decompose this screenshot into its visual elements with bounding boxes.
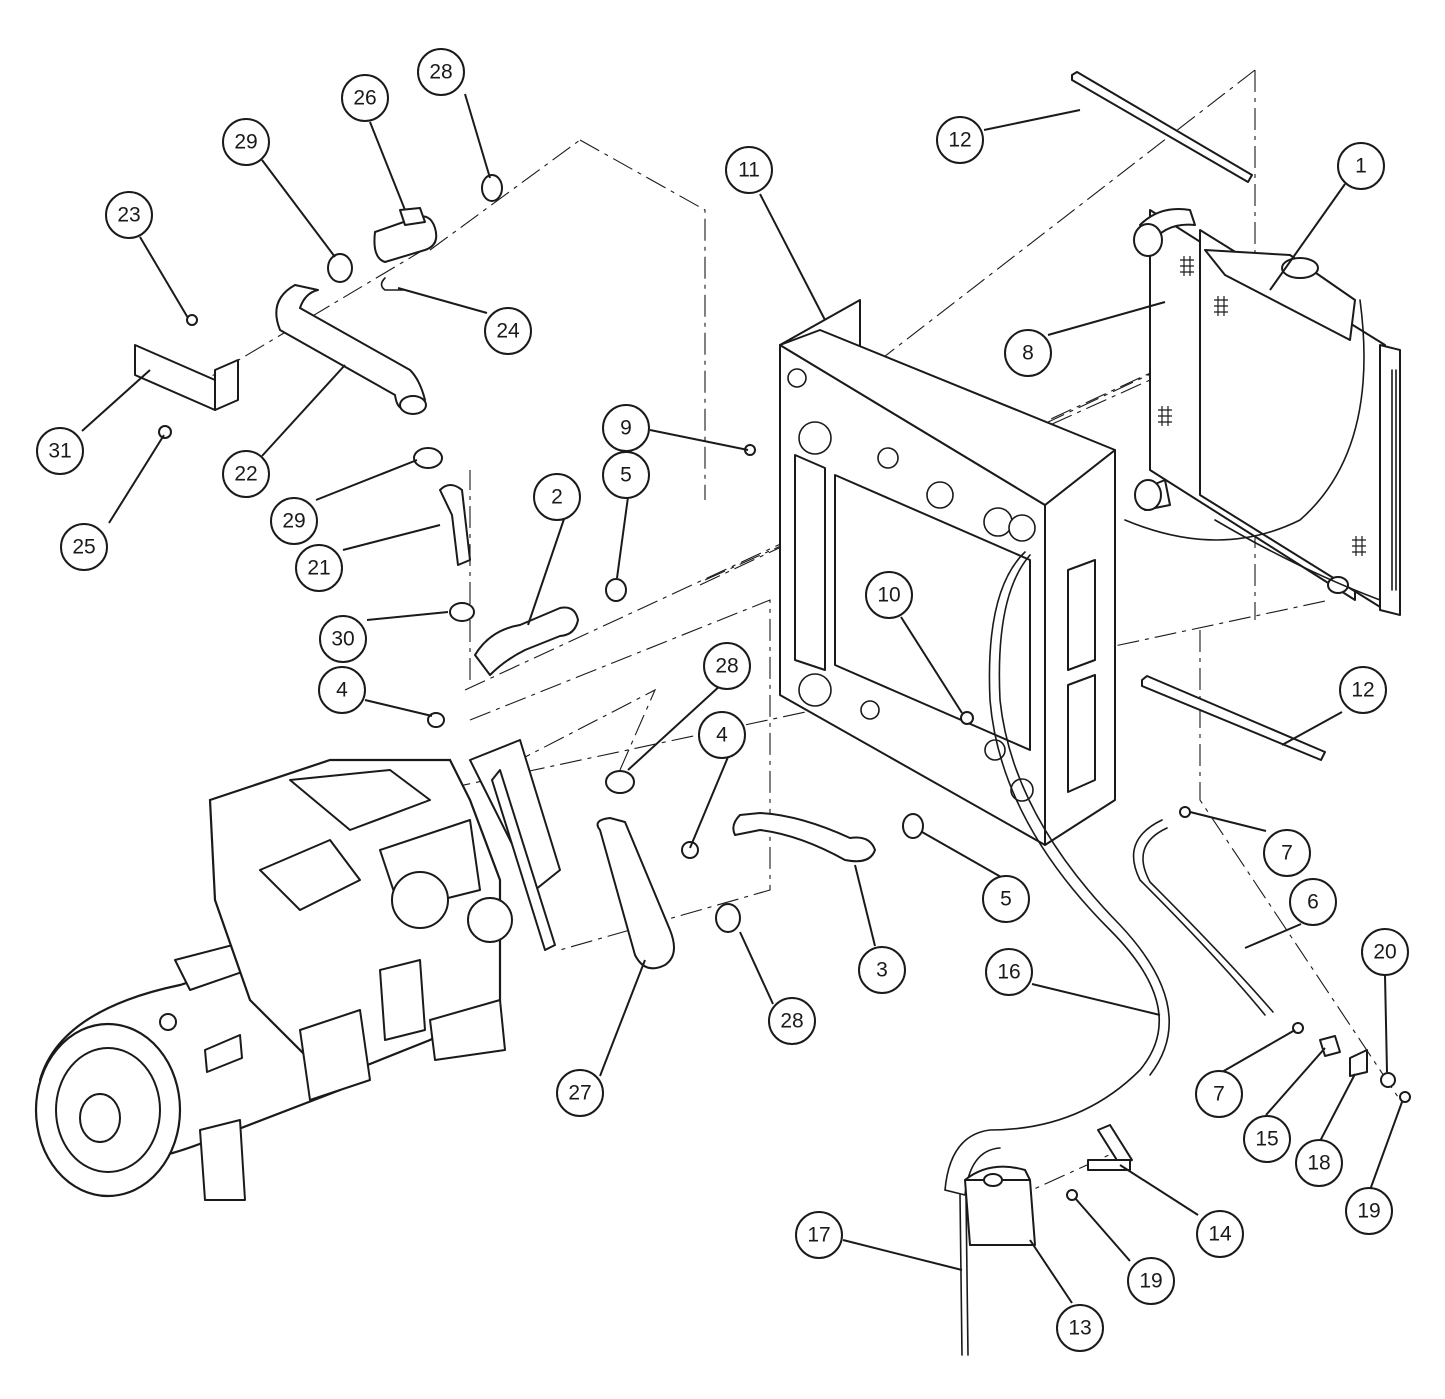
svg-text:9: 9	[620, 417, 632, 440]
svg-text:19: 19	[1357, 1200, 1380, 1223]
svg-text:12: 12	[1351, 679, 1374, 702]
svg-text:28: 28	[429, 61, 452, 84]
callout-29b[interactable]: 29	[270, 497, 318, 545]
svg-text:7: 7	[1281, 842, 1293, 865]
callout-5b[interactable]: 5	[982, 875, 1030, 923]
svg-text:25: 25	[72, 536, 95, 559]
callout-30[interactable]: 30	[319, 615, 367, 663]
engine-generator-set	[34, 739, 561, 1201]
radiator-core-hatch	[1158, 256, 1366, 556]
callout-13[interactable]: 13	[1056, 1304, 1104, 1352]
svg-text:26: 26	[353, 87, 376, 110]
callout-12a[interactable]: 12	[936, 116, 984, 164]
callout-19a[interactable]: 19	[1127, 1257, 1175, 1305]
callout-5a[interactable]: 5	[602, 451, 650, 499]
svg-text:22: 22	[234, 463, 257, 486]
svg-text:3: 3	[876, 959, 888, 982]
callout-7a[interactable]: 7	[1263, 829, 1311, 877]
svg-text:8: 8	[1022, 342, 1034, 365]
svg-text:5: 5	[620, 464, 632, 487]
callout-28b[interactable]: 28	[703, 642, 751, 690]
hose-clamps	[327, 174, 924, 933]
callout-28a[interactable]: 28	[417, 48, 465, 96]
callout-27[interactable]: 27	[556, 1069, 604, 1117]
svg-text:28: 28	[715, 655, 738, 678]
callout-18[interactable]: 18	[1295, 1139, 1343, 1187]
callout-1[interactable]: 1	[1337, 142, 1385, 190]
callout-29a[interactable]: 29	[222, 118, 270, 166]
svg-text:6: 6	[1307, 891, 1319, 914]
callouts: 1 2 3 4 4 5 5 6 7 7 8 9 10 11 12 12 13 1…	[36, 48, 1409, 1352]
svg-text:29: 29	[234, 131, 257, 154]
svg-text:13: 13	[1068, 1317, 1091, 1340]
svg-text:27: 27	[568, 1082, 591, 1105]
callout-10[interactable]: 10	[865, 571, 913, 619]
svg-text:28: 28	[780, 1010, 803, 1033]
callout-25[interactable]: 25	[60, 523, 108, 571]
svg-text:19: 19	[1139, 1270, 1162, 1293]
svg-text:4: 4	[336, 679, 348, 702]
callout-17[interactable]: 17	[795, 1211, 843, 1259]
hoses	[275, 207, 876, 970]
svg-text:30: 30	[331, 628, 354, 651]
svg-text:15: 15	[1255, 1128, 1278, 1151]
callout-19b[interactable]: 19	[1345, 1187, 1393, 1235]
svg-text:7: 7	[1213, 1083, 1225, 1106]
svg-text:16: 16	[997, 961, 1020, 984]
callout-12b[interactable]: 12	[1339, 666, 1387, 714]
svg-text:12: 12	[948, 129, 971, 152]
svg-text:14: 14	[1208, 1223, 1232, 1246]
callout-7b[interactable]: 7	[1195, 1070, 1243, 1118]
callout-3[interactable]: 3	[858, 946, 906, 994]
callout-20[interactable]: 20	[1361, 928, 1409, 976]
seal-strips	[1071, 71, 1326, 761]
callout-16[interactable]: 16	[985, 948, 1033, 996]
svg-text:23: 23	[117, 204, 140, 227]
callout-15[interactable]: 15	[1243, 1115, 1291, 1163]
leader-lines	[81, 93, 1403, 1304]
svg-text:21: 21	[307, 557, 330, 580]
svg-text:11: 11	[738, 159, 760, 182]
bracket-and-fasteners	[134, 314, 974, 725]
callout-26[interactable]: 26	[341, 74, 389, 122]
svg-text:5: 5	[1000, 888, 1012, 911]
overflow-assembly	[944, 551, 1170, 1356]
mounting-frame	[779, 299, 1116, 846]
callout-4a[interactable]: 4	[318, 666, 366, 714]
callout-9[interactable]: 9	[602, 404, 650, 452]
callout-21[interactable]: 21	[295, 544, 343, 592]
callout-24[interactable]: 24	[484, 307, 532, 355]
radiator-assembly	[1124, 208, 1401, 616]
callout-2[interactable]: 2	[533, 473, 581, 521]
svg-text:17: 17	[807, 1224, 830, 1247]
callout-8[interactable]: 8	[1004, 329, 1052, 377]
callout-31[interactable]: 31	[36, 427, 84, 475]
svg-text:24: 24	[496, 320, 520, 343]
callout-23[interactable]: 23	[105, 191, 153, 239]
svg-text:4: 4	[716, 724, 728, 747]
svg-text:1: 1	[1355, 155, 1367, 178]
drain-hose-assembly	[1132, 806, 1411, 1103]
svg-text:10: 10	[877, 584, 900, 607]
callout-28c[interactable]: 28	[768, 997, 816, 1045]
svg-text:31: 31	[48, 440, 71, 463]
svg-text:2: 2	[551, 486, 563, 509]
callout-11[interactable]: 11	[725, 146, 773, 194]
callout-22[interactable]: 22	[222, 450, 270, 498]
callout-6[interactable]: 6	[1289, 878, 1337, 926]
svg-text:18: 18	[1307, 1152, 1330, 1175]
callout-4b[interactable]: 4	[698, 711, 746, 759]
svg-text:29: 29	[282, 510, 305, 533]
svg-text:20: 20	[1373, 941, 1396, 964]
callout-14[interactable]: 14	[1196, 1210, 1244, 1258]
